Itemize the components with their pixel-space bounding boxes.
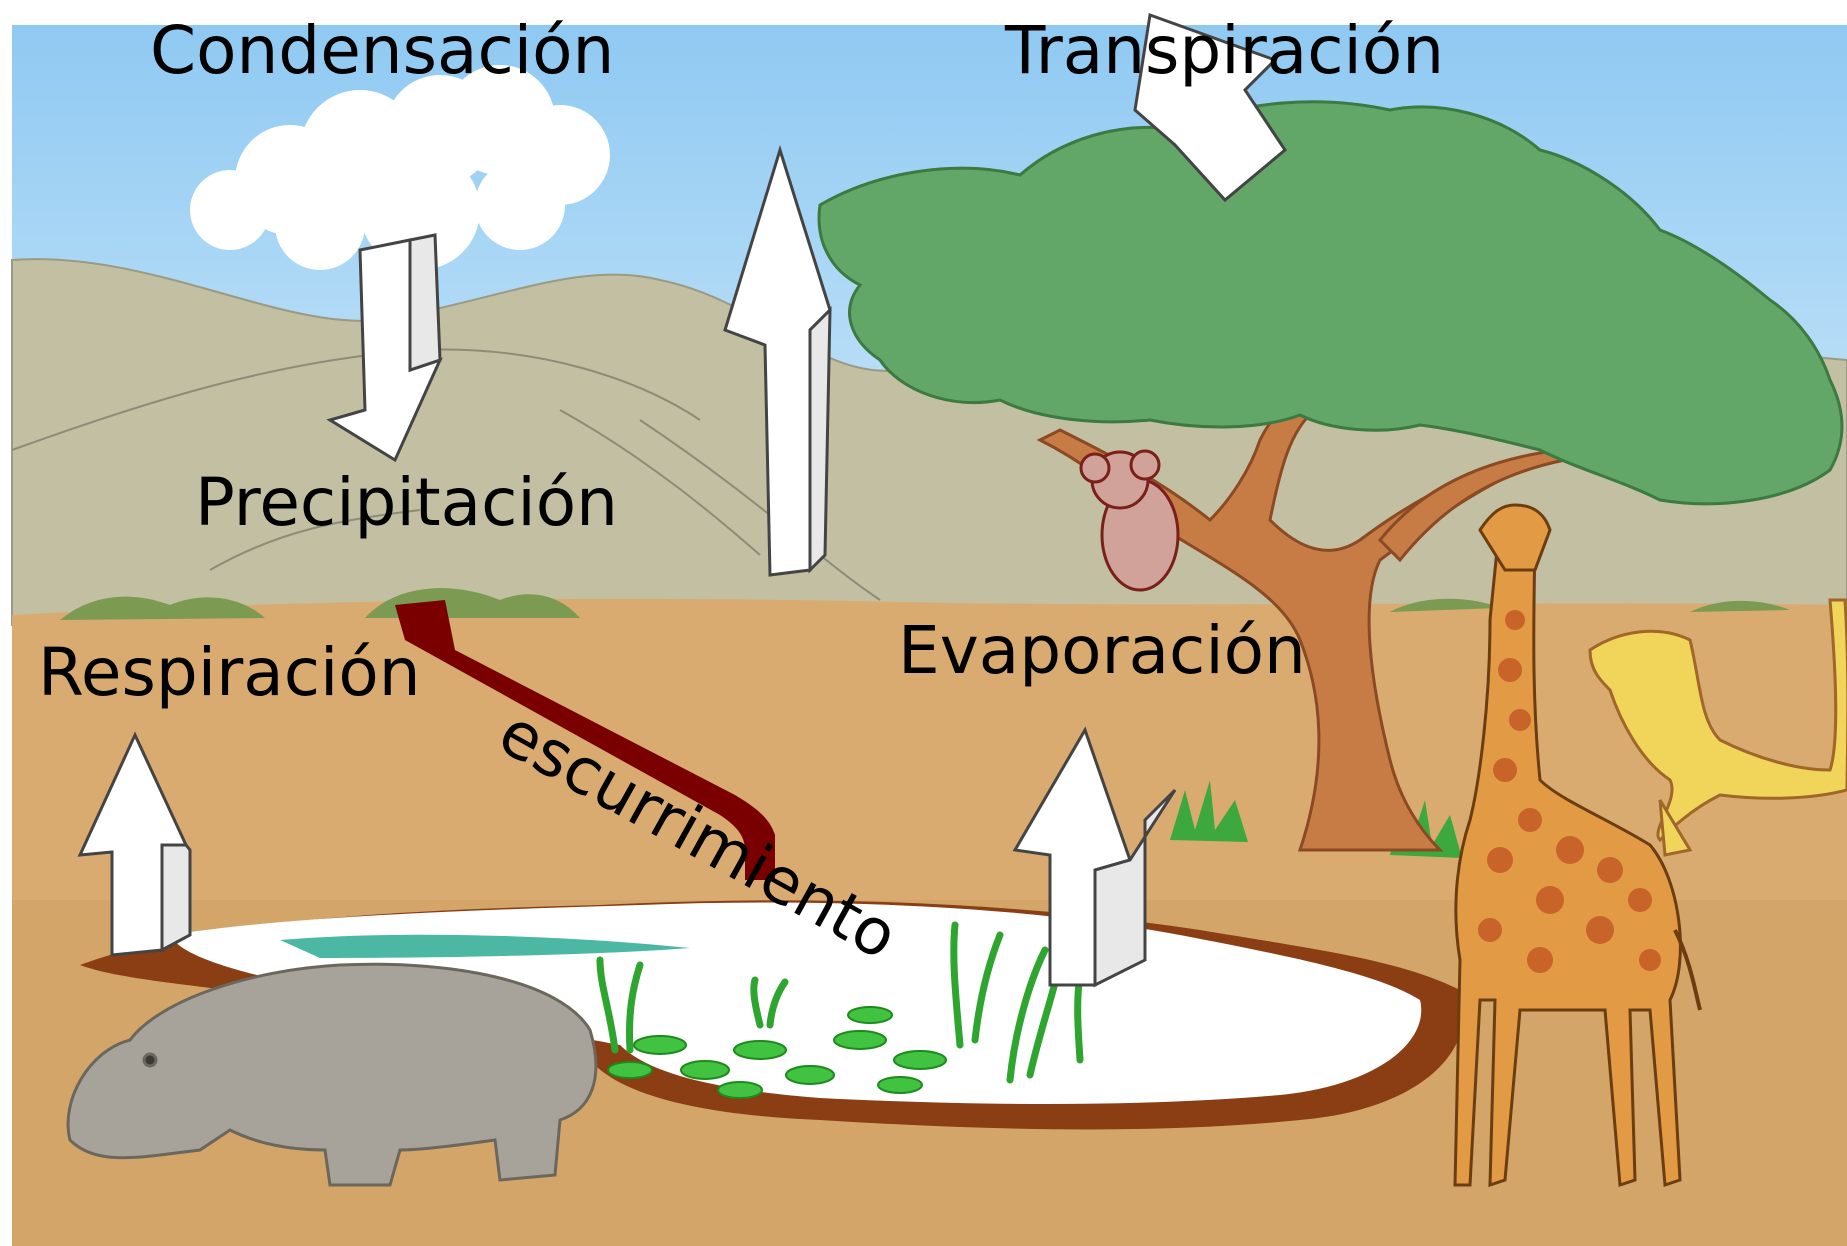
label-condensacion: Condensación bbox=[150, 12, 615, 89]
label-precipitacion: Precipitación bbox=[195, 464, 618, 541]
arrow-precipitacion bbox=[326, 233, 443, 463]
hippo bbox=[66, 962, 598, 1187]
arrow-evaporacion bbox=[1012, 726, 1177, 988]
arrow-condensacion-updraft bbox=[723, 144, 832, 577]
giraffe bbox=[1453, 503, 1702, 1188]
arrow-escurrimiento bbox=[395, 600, 775, 880]
arrow-transpiracion bbox=[1133, 12, 1287, 203]
label-transpiracion: Transpiración bbox=[1005, 12, 1445, 89]
label-respiracion: Respiración bbox=[38, 634, 421, 711]
cloud bbox=[190, 65, 610, 270]
lagoon bbox=[280, 934, 690, 958]
lily-pads bbox=[607, 1006, 947, 1099]
arrow-respiracion bbox=[77, 731, 192, 957]
tree-canopy bbox=[817, 100, 1844, 506]
dinosaur bbox=[1588, 598, 1847, 857]
label-evaporacion: Evaporación bbox=[898, 612, 1306, 689]
koala bbox=[1079, 449, 1180, 592]
